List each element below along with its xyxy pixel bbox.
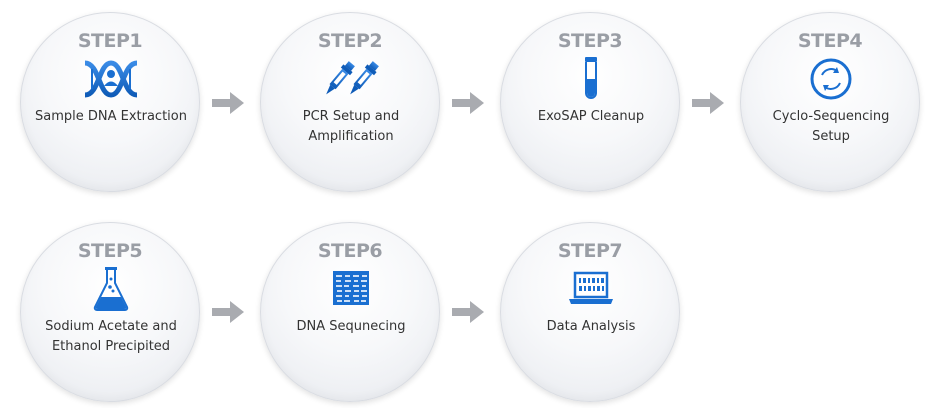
dna-icon <box>81 57 141 101</box>
arrow-right-icon <box>690 89 726 117</box>
step-label-line1: Sample DNA Extraction <box>34 109 187 124</box>
step-label-line1: Data Analysis <box>546 319 636 334</box>
step-title: STEP2 <box>317 30 383 52</box>
step-title: STEP6 <box>317 240 383 262</box>
step-label: Data Analysis <box>511 317 671 337</box>
step-label-line2: Amplification <box>308 129 394 144</box>
step-title: STEP3 <box>557 30 623 52</box>
step-1-circle: STEP1 Sample DNA Extraction <box>20 12 200 192</box>
pipette-icon <box>321 57 381 101</box>
step-label-line1: Sodium Acetate and <box>45 319 177 334</box>
step-label-line1: DNA Sequnecing <box>296 319 406 334</box>
step-7-circle: STEP7 Data Analysis <box>500 222 680 402</box>
gel-icon <box>321 267 381 311</box>
step-title: STEP5 <box>77 240 143 262</box>
step-title: STEP7 <box>557 240 623 262</box>
step-title: STEP4 <box>797 30 863 52</box>
step-3-circle: STEP3 ExoSAP Cleanup <box>500 12 680 192</box>
step-title: STEP1 <box>77 30 143 52</box>
arrow-right-icon <box>450 89 486 117</box>
step-label: ExoSAP Cleanup <box>511 107 671 127</box>
step-label: DNA Sequnecing <box>271 317 431 337</box>
step-2-circle: STEP2 <box>260 12 440 192</box>
step-label-line2: Ethanol Precipited <box>51 339 171 354</box>
step-label: Sodium Acetate and Ethanol Precipited <box>31 317 191 357</box>
step-label-line1: ExoSAP Cleanup <box>537 109 645 124</box>
arrow-right-icon <box>210 89 246 117</box>
step-4-circle: STEP4 Cyclo-Sequencing Setup <box>740 12 920 192</box>
arrow-right-icon <box>450 298 486 326</box>
step-label-line2: Setup <box>812 129 850 144</box>
cycle-icon <box>801 57 861 101</box>
laptop-icon <box>561 267 621 311</box>
step-label: Sample DNA Extraction <box>31 107 191 127</box>
test-tube-icon <box>561 57 621 101</box>
step-label-line1: PCR Setup and <box>302 109 400 124</box>
step-label-line1: Cyclo-Sequencing <box>772 109 890 124</box>
step-5-circle: STEP5 Sodium Acetate and Ethanol Precipi… <box>20 222 200 402</box>
step-6-circle: STEP6 DNA Sequnecing <box>260 222 440 402</box>
step-label: PCR Setup and Amplification <box>271 107 431 147</box>
step-label: Cyclo-Sequencing Setup <box>751 107 911 147</box>
flask-icon <box>81 267 141 311</box>
arrow-right-icon <box>210 298 246 326</box>
